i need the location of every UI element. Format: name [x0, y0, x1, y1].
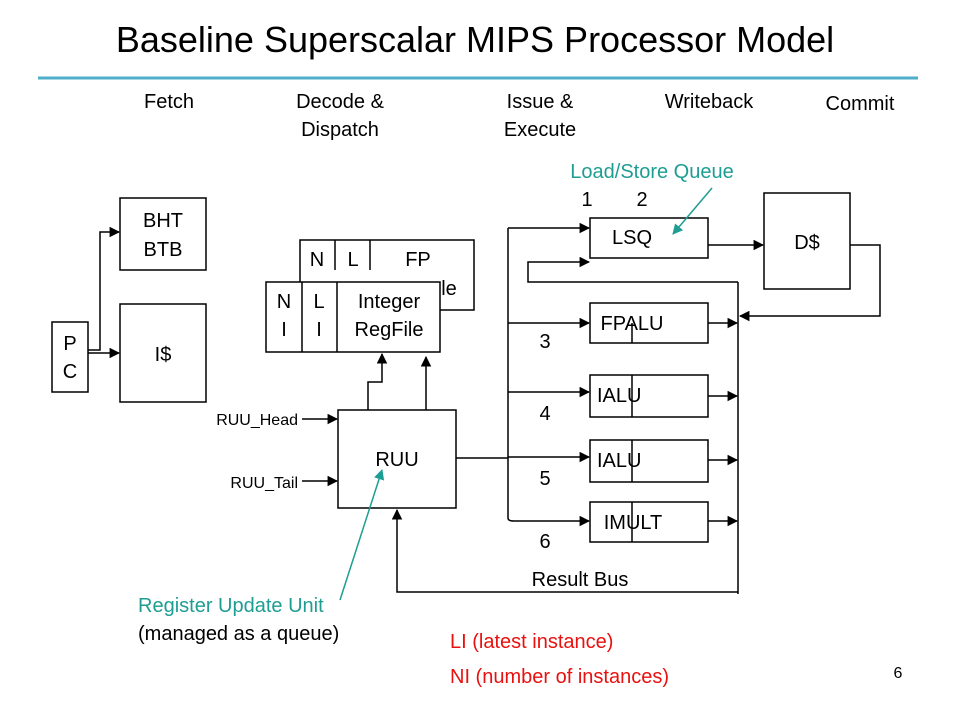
int-regfile-box — [265, 281, 441, 353]
int-i-label-1: I — [281, 319, 287, 341]
legend-ni: NI (number of instances) — [450, 666, 669, 688]
dcache-return-path — [738, 244, 881, 322]
imult-label: IMULT — [604, 512, 663, 534]
ruu-label: RUU — [375, 449, 418, 471]
slide-title: Baseline Superscalar MIPS Processor Mode… — [116, 19, 834, 60]
ruu-callout-arrow — [339, 469, 385, 601]
result-bus-label: Result Bus — [532, 569, 629, 591]
pc-label-c: C — [63, 361, 77, 383]
stage-fetch: Fetch — [144, 91, 194, 113]
ialu1-box — [589, 374, 709, 418]
int-name-line1: Integer — [358, 291, 421, 313]
ialu1-label: IALU — [597, 385, 641, 407]
lsq-callout-label: Load/Store Queue — [570, 161, 733, 183]
ruu-tail-label: RUU_Tail — [230, 475, 298, 492]
ruu-to-int-regfile-arrow — [367, 352, 388, 410]
port-label-4: 4 — [539, 403, 550, 425]
int-name-line2: RegFile — [355, 319, 424, 341]
ruu-callout-label: Register Update Unit — [138, 595, 324, 617]
stage-decode-line1: Decode & — [296, 91, 384, 113]
ruu-head-label: RUU_Head — [216, 412, 298, 429]
stage-writeback: Writeback — [665, 91, 755, 113]
ialu2-label: IALU — [597, 450, 641, 472]
ruu-box — [337, 409, 457, 509]
pc-label-p: P — [63, 333, 76, 355]
ruu-callout-note: (managed as a queue) — [138, 623, 339, 645]
port-label-5: 5 — [539, 468, 550, 490]
icache-box — [119, 303, 207, 403]
legend-li: LI (latest instance) — [450, 631, 613, 653]
fp-l-label: L — [347, 249, 358, 271]
pc-to-bht-arrow — [88, 226, 121, 351]
int-n-label: N — [277, 291, 291, 313]
icache-label: I$ — [155, 344, 172, 366]
lsq-label: LSQ — [612, 227, 652, 249]
stage-decode-line2: Dispatch — [301, 119, 379, 141]
port-label-1: 1 — [581, 189, 592, 211]
page-number: 6 — [894, 665, 903, 682]
int-l-label: L — [313, 291, 324, 313]
result-bus-to-ruu — [391, 508, 738, 593]
stage-issue-line1: Issue & — [507, 91, 574, 113]
imult-box — [589, 501, 709, 543]
btb-label: BTB — [144, 239, 183, 261]
issue-to-imult-arrow — [507, 515, 591, 527]
stage-commit: Commit — [826, 93, 895, 115]
int-i-label-2: I — [316, 319, 322, 341]
stage-issue-line2: Execute — [504, 119, 576, 141]
port-label-6: 6 — [539, 531, 550, 553]
dcache-box — [763, 192, 851, 290]
fp-regfile-partial: le — [441, 278, 457, 300]
ialu2-box — [589, 439, 709, 483]
lsq-feedback-arrow — [527, 256, 738, 283]
fp-name-label: FP — [405, 249, 431, 271]
port-label-2: 2 — [636, 189, 647, 211]
port-label-3: 3 — [539, 331, 550, 353]
dcache-label: D$ — [794, 232, 820, 254]
bht-label: BHT — [143, 210, 183, 232]
lsq-callout-arrow — [672, 187, 713, 235]
bht-btb-box — [119, 197, 207, 271]
fp-n-label: N — [310, 249, 324, 271]
fpalu-label: FPALU — [601, 313, 664, 335]
lsq-box — [589, 217, 709, 259]
pc-box — [51, 321, 89, 393]
fpalu-box — [589, 302, 709, 344]
